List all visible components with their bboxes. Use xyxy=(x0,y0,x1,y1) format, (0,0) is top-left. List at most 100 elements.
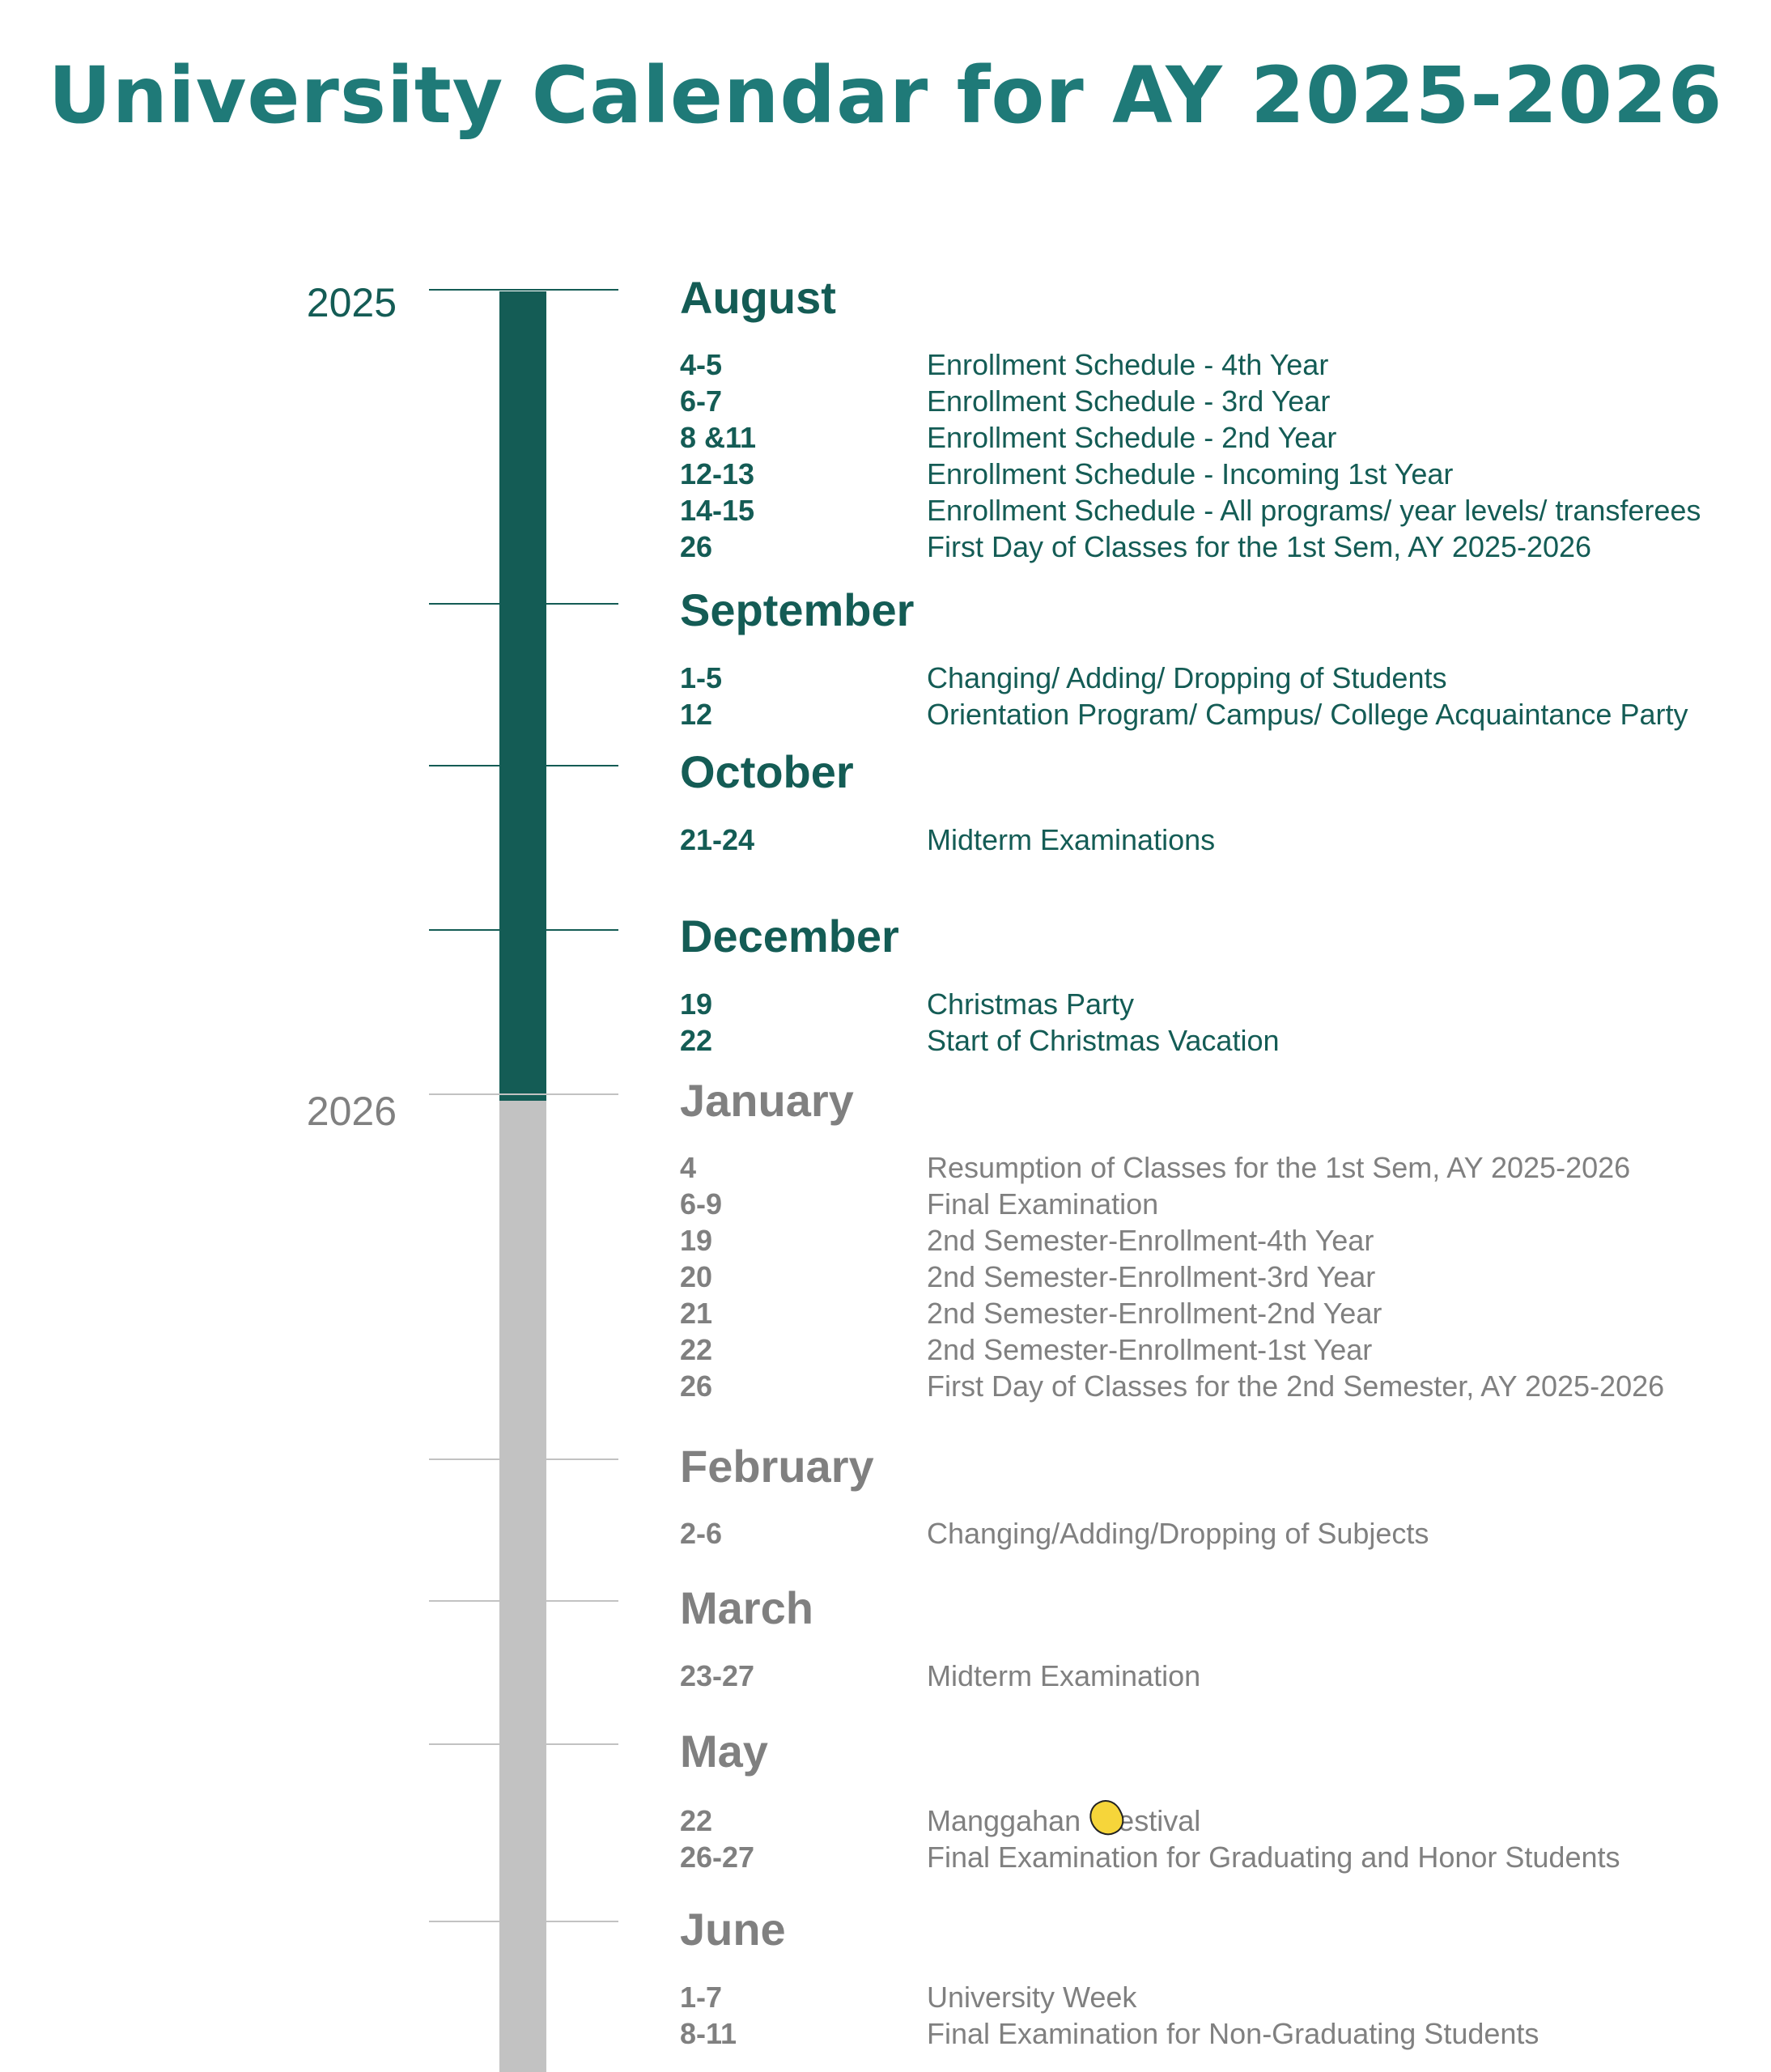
event-text: First Day of Classes for the 1st Sem, AY… xyxy=(927,530,1592,563)
timeline-tick xyxy=(429,289,618,291)
event-date: 8-11 xyxy=(680,2017,737,2050)
event-date: 4-5 xyxy=(680,348,723,381)
timeline-tick xyxy=(429,1921,618,1922)
event-date: 26 xyxy=(680,530,713,563)
event-row: 19 Christmas Party xyxy=(680,986,1732,1022)
event-date: 21-24 xyxy=(680,823,755,856)
event-date: 22 xyxy=(680,1024,713,1057)
month-heading-january: January xyxy=(680,1075,854,1126)
event-row: 20 2nd Semester-Enrollment-3rd Year xyxy=(680,1259,1732,1295)
event-text: Resumption of Classes for the 1st Sem, A… xyxy=(927,1151,1631,1184)
month-heading-march: March xyxy=(680,1582,813,1633)
event-text: Changing/Adding/Dropping of Subjects xyxy=(927,1517,1429,1550)
timeline-tick xyxy=(429,765,618,766)
event-text: Enrollment Schedule - Incoming 1st Year xyxy=(927,457,1454,490)
event-row: 8 &11 Enrollment Schedule - 2nd Year xyxy=(680,419,1732,456)
event-row: 4 Resumption of Classes for the 1st Sem, … xyxy=(680,1149,1732,1186)
event-date: 1-7 xyxy=(680,1981,723,2014)
event-row: 23-27 Midterm Examination xyxy=(680,1658,1732,1694)
month-heading-june: June xyxy=(680,1904,786,1955)
timeline-tick xyxy=(429,929,618,931)
event-row: 12 Orientation Program/ Campus/ College A… xyxy=(680,696,1732,732)
event-date: 6-7 xyxy=(680,384,723,418)
timeline-tick xyxy=(429,1093,618,1095)
year-label-2026: 2026 xyxy=(306,1089,397,1134)
event-date: 2-6 xyxy=(680,1517,723,1550)
event-date: 26 xyxy=(680,1369,713,1403)
event-list-january: 4 Resumption of Classes for the 1st Sem, … xyxy=(680,1149,1732,1404)
event-text: 2nd Semester-Enrollment-3rd Year xyxy=(927,1260,1376,1293)
event-text: estival xyxy=(1118,1804,1201,1837)
timeline-bar-2026 xyxy=(499,1101,546,2072)
event-text: 2nd Semester-Enrollment-4th Year xyxy=(927,1224,1374,1257)
event-date: 8 &11 xyxy=(680,421,757,454)
event-row: 22 2nd Semester-Enrollment-1st Year xyxy=(680,1331,1732,1368)
month-heading-december: December xyxy=(680,911,899,962)
event-date: 22 xyxy=(680,1333,713,1366)
event-row: 26 First Day of Classes for the 1st Sem, … xyxy=(680,529,1732,565)
month-heading-october: October xyxy=(680,746,854,797)
event-row: 26 First Day of Classes for the 2nd Semes… xyxy=(680,1368,1732,1404)
event-date: 21 xyxy=(680,1297,713,1330)
event-text: Enrollment Schedule - All programs/ year… xyxy=(927,494,1701,527)
event-date: 22 xyxy=(680,1804,713,1837)
event-text: Midterm Examination xyxy=(927,1659,1201,1692)
timeline-tick xyxy=(429,1743,618,1745)
event-text: Changing/ Adding/ Dropping of Students xyxy=(927,661,1447,694)
event-row: 21 2nd Semester-Enrollment-2nd Year xyxy=(680,1295,1732,1331)
event-date: 4 xyxy=(680,1151,697,1184)
event-date: 14-15 xyxy=(680,494,755,527)
event-row: 1-7 University Week xyxy=(680,1979,1732,2015)
event-date: 20 xyxy=(680,1260,713,1293)
event-date: 12-13 xyxy=(680,457,755,490)
event-text: Enrollment Schedule - 4th Year xyxy=(927,348,1329,381)
event-row: 22 Start of Christmas Vacation xyxy=(680,1022,1732,1059)
month-heading-may: May xyxy=(680,1726,768,1777)
event-date: 12 xyxy=(680,698,713,731)
event-text: Christmas Party xyxy=(927,987,1135,1021)
event-list-february: 2-6 Changing/Adding/Dropping of Subjects xyxy=(680,1515,1732,1552)
event-text: Final Examination xyxy=(927,1187,1159,1221)
event-date: 19 xyxy=(680,987,713,1021)
timeline-tick xyxy=(429,1600,618,1602)
event-list-march: 23-27 Midterm Examination xyxy=(680,1658,1732,1694)
event-row: 6-9 Final Examination xyxy=(680,1186,1732,1222)
event-row: 14-15 Enrollment Schedule - All programs/… xyxy=(680,492,1732,529)
event-text: Midterm Examinations xyxy=(927,823,1216,856)
event-row: 21-24 Midterm Examinations xyxy=(680,822,1732,858)
event-text: 2nd Semester-Enrollment-2nd Year xyxy=(927,1297,1382,1330)
event-list-june: 1-7 University Week 8-11 Final Examination… xyxy=(680,1979,1732,2052)
event-list-october: 21-24 Midterm Examinations xyxy=(680,822,1732,858)
event-row: 22 Manggahan estival xyxy=(680,1794,1732,1841)
event-date: 26-27 xyxy=(680,1841,755,1874)
event-text: Manggahan xyxy=(927,1804,1089,1837)
event-text: 2nd Semester-Enrollment-1st Year xyxy=(927,1333,1373,1366)
month-heading-september: September xyxy=(680,584,915,635)
event-text: Start of Christmas Vacation xyxy=(927,1024,1280,1057)
timeline-bar-2025 xyxy=(499,291,546,1101)
event-row: 12-13 Enrollment Schedule - Incoming 1st … xyxy=(680,456,1732,492)
event-list-may: 22 Manggahan estival 26-27 Final Examinati… xyxy=(680,1794,1732,1875)
event-text: Final Examination for Graduating and Hon… xyxy=(927,1841,1620,1874)
event-text: Final Examination for Non-Graduating Stu… xyxy=(927,2017,1540,2050)
page-title: University Calendar for AY 2025-2026 xyxy=(48,50,1723,141)
month-heading-february: February xyxy=(680,1441,874,1492)
event-list-december: 19 Christmas Party 22 Start of Christmas V… xyxy=(680,986,1732,1059)
event-row: 4-5 Enrollment Schedule - 4th Year xyxy=(680,346,1732,383)
event-text: Enrollment Schedule - 2nd Year xyxy=(927,421,1337,454)
event-row: 1-5 Changing/ Adding/ Dropping of Student… xyxy=(680,660,1732,696)
event-row: 6-7 Enrollment Schedule - 3rd Year xyxy=(680,383,1732,419)
event-text: Enrollment Schedule - 3rd Year xyxy=(927,384,1331,418)
event-row: 2-6 Changing/Adding/Dropping of Subjects xyxy=(680,1515,1732,1552)
event-text: First Day of Classes for the 2nd Semeste… xyxy=(927,1369,1665,1403)
event-list-september: 1-5 Changing/ Adding/ Dropping of Student… xyxy=(680,660,1732,732)
timeline-tick xyxy=(429,1458,618,1460)
month-heading-august: August xyxy=(680,272,836,323)
event-text: University Week xyxy=(927,1981,1137,2014)
event-date: 23-27 xyxy=(680,1659,755,1692)
event-text: Orientation Program/ Campus/ College Acq… xyxy=(927,698,1688,731)
event-date: 6-9 xyxy=(680,1187,723,1221)
event-date: 1-5 xyxy=(680,661,723,694)
